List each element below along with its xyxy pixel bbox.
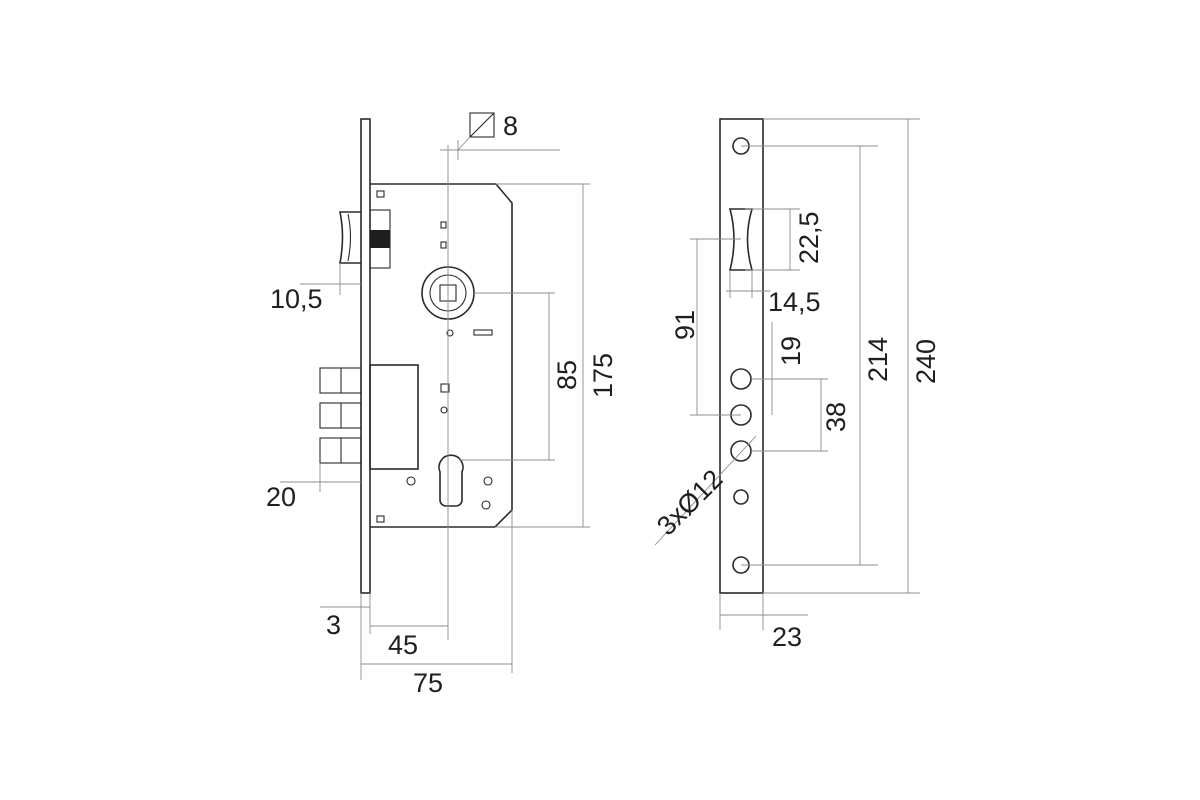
- dim-latch-projection-text: 10,5: [270, 284, 323, 314]
- lock-case-outline: [370, 183, 513, 528]
- latch-mechanism: [369, 190, 391, 269]
- dim-latch-opening-height: 22,5: [745, 208, 824, 271]
- case-hole-right: [483, 476, 493, 486]
- dim-bolt-spacing-text: 38: [821, 402, 851, 432]
- dim-case-depth-text: 75: [413, 668, 443, 698]
- slot-2: [440, 241, 447, 249]
- dim-case-height-text: 175: [588, 353, 618, 398]
- dim-backset: 45: [370, 625, 448, 660]
- screw-hole-mid: [440, 406, 448, 414]
- dim-deadbolt-projection-text: 20: [266, 482, 296, 512]
- dim-latch-to-bolt: 91: [670, 238, 741, 416]
- dim-latch-opening-height-text: 22,5: [794, 211, 824, 264]
- dim-deadbolt-projection: 20: [266, 463, 361, 512]
- dim-spindle-to-cylinder-text: 85: [552, 360, 582, 390]
- slot-1: [440, 221, 447, 229]
- faceplate-view: 22,5 14,5 91 19 38: [651, 118, 941, 652]
- dim-case-depth: 75: [361, 510, 513, 698]
- case-hole-bottom: [481, 500, 491, 510]
- dim-latch-projection: 10,5: [270, 263, 361, 314]
- latch-bolt: [339, 211, 361, 264]
- dim-spindle-square: 8: [440, 111, 560, 160]
- dim-bolt-spacing: 38: [751, 378, 851, 452]
- dim-faceplate-thickness-text: 3: [326, 610, 341, 640]
- case-hole-left: [406, 476, 416, 486]
- cylinder-hole: [733, 489, 749, 505]
- dim-latch-to-bolt-text: 91: [670, 310, 700, 340]
- dim-bolt-offset-text: 19: [776, 336, 806, 366]
- deadbolt-projections: [319, 367, 362, 464]
- dim-bolt-offset: 19: [771, 322, 806, 415]
- slot-3: [440, 383, 450, 393]
- dim-backset-text: 45: [388, 630, 418, 660]
- dim-case-height: 175: [495, 183, 618, 528]
- dim-faceplate-width: 23: [719, 593, 808, 652]
- cylinder-cutout: [438, 454, 464, 507]
- faceplate-strip: [360, 118, 371, 594]
- faceplate-outline: [719, 118, 764, 594]
- dim-faceplate-thickness: 3: [320, 593, 371, 680]
- deadbolt-block: [369, 364, 419, 470]
- dim-bolt-holes-text: 3xØ12: [651, 464, 728, 541]
- dim-latch-opening-width: 14,5: [726, 270, 821, 317]
- dim-faceplate-height-text: 240: [911, 339, 941, 384]
- dim-latch-opening-width-text: 14,5: [768, 287, 821, 317]
- spindle-hub: [421, 266, 493, 337]
- dim-screw-hole-spacing: 214: [741, 145, 893, 566]
- dim-spindle-to-cylinder: 85: [460, 292, 582, 461]
- case-slot-bottom: [376, 515, 385, 523]
- bolt-hole-1: [730, 368, 752, 390]
- lock-case-view: 8 85 175 10,5 20: [266, 111, 618, 698]
- dim-faceplate-height: 240: [763, 118, 941, 594]
- latch-opening: [728, 208, 754, 271]
- dim-spindle-square-text: 8: [503, 111, 518, 141]
- dim-faceplate-width-text: 23: [772, 622, 802, 652]
- dim-screw-hole-spacing-text: 214: [863, 337, 893, 382]
